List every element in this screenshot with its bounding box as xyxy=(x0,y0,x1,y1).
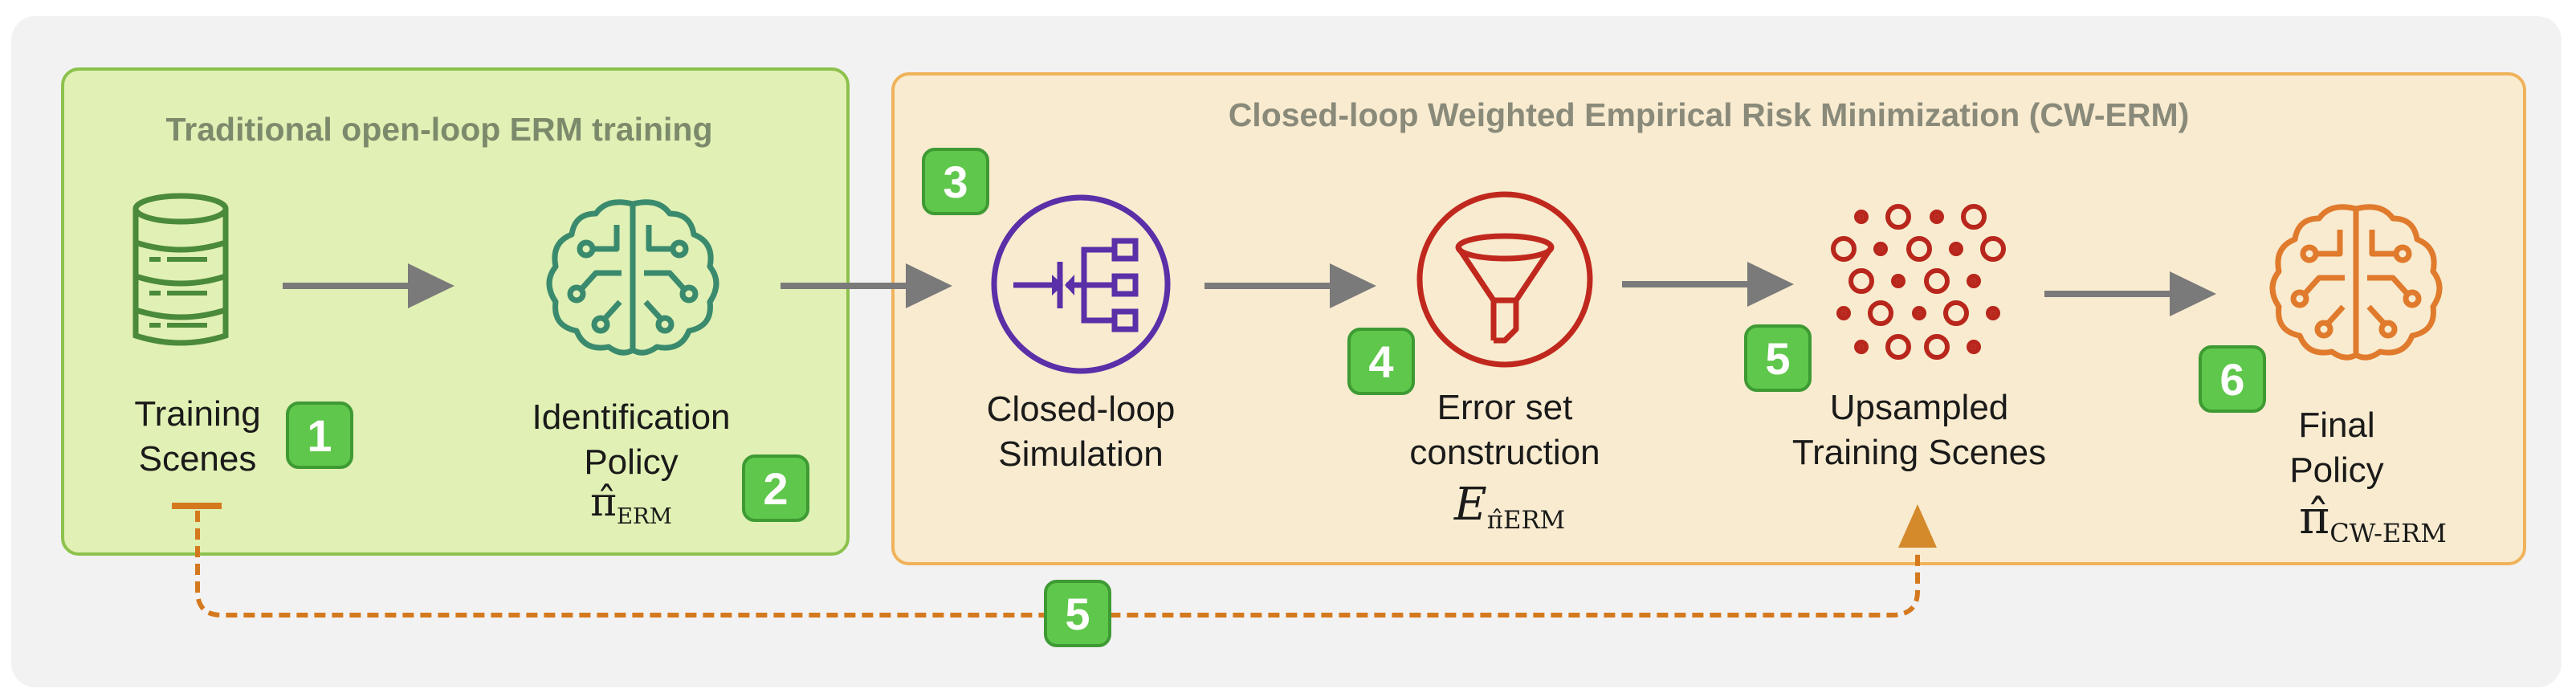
funnel-icon xyxy=(1416,191,1593,368)
closed-loop-panel: Closed-loop Weighted Empirical Risk Mini… xyxy=(891,72,2526,565)
identification-policy-label: Identification Policy xyxy=(532,397,731,482)
error-set-symbol: Eπ̂ERM xyxy=(1453,479,1566,535)
pi-cw-erm-symbol: π̂CW-ERM xyxy=(2299,490,2447,549)
feedback-arrowhead xyxy=(1898,504,1937,548)
brain-circuit-icon xyxy=(546,199,719,356)
brain-circuit-icon xyxy=(2269,204,2443,361)
step-badge-6: 6 xyxy=(2199,345,2266,413)
open-loop-panel: Traditional open-loop ERM training xyxy=(61,67,850,556)
simulation-label: Closed-loop Simulation xyxy=(986,389,1176,474)
step-badge-5: 5 xyxy=(1744,324,1812,392)
feedback-badge-5: 5 xyxy=(1044,580,1111,647)
final-policy-label: Final Policy xyxy=(2289,406,2384,490)
open-loop-title: Traditional open-loop ERM training xyxy=(165,111,713,148)
step-badge-4: 4 xyxy=(1347,328,1415,395)
upsampled-label: Upsampled Training Scenes xyxy=(1791,388,2047,472)
step-badge-3: 3 xyxy=(922,148,989,215)
step-badge-2: 2 xyxy=(742,454,809,522)
error-set-label: Error set construction xyxy=(1409,388,1600,472)
simulation-flow-icon xyxy=(991,194,1171,374)
dot-grid-icon xyxy=(1831,204,2006,360)
closed-loop-title: Closed-loop Weighted Empirical Risk Mini… xyxy=(1228,96,2190,133)
pi-erm-symbol: π̂ERM xyxy=(590,479,672,529)
step-badge-1: 1 xyxy=(286,401,353,469)
database-icon xyxy=(132,193,229,346)
training-scenes-label: Training Scenes xyxy=(134,394,261,479)
